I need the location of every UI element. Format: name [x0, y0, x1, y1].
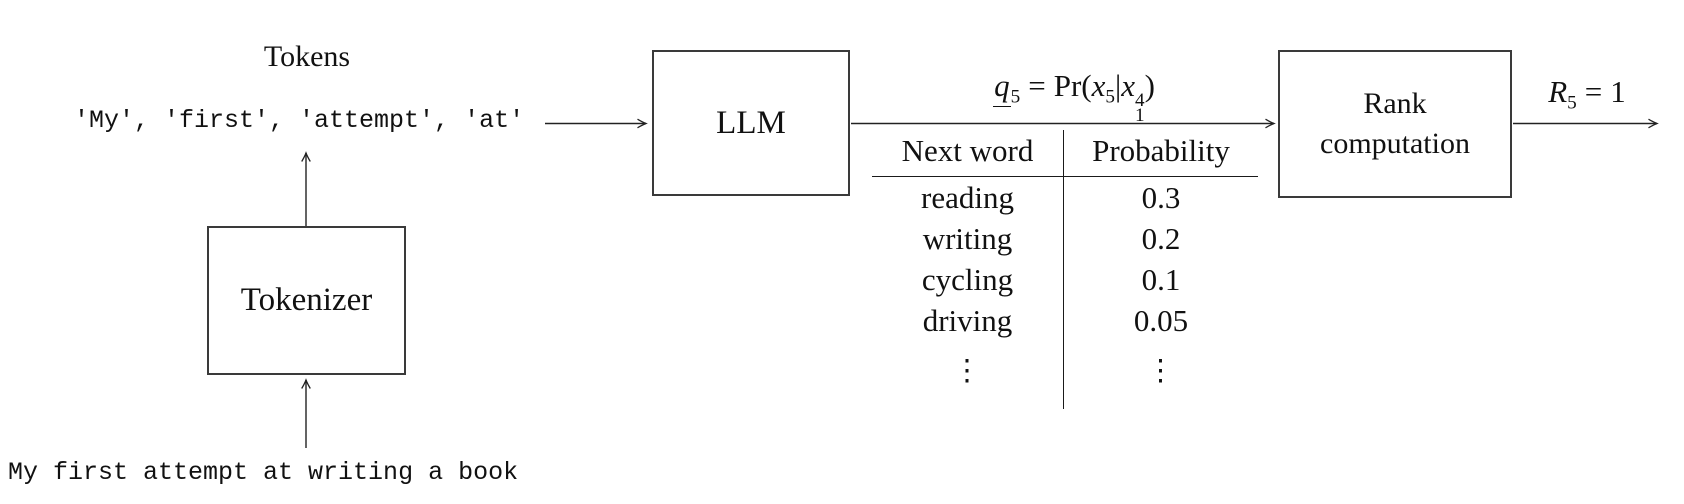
- rank-computation-box-label: Rank computation: [1320, 87, 1470, 160]
- tokenizer-box-label: Tokenizer: [240, 282, 373, 318]
- table-ellipsis: ⋮: [952, 355, 983, 387]
- tokens-caption: Tokens: [263, 40, 351, 73]
- table-row: reading: [921, 180, 1014, 215]
- tokenizer-box: Tokenizer: [207, 226, 406, 375]
- rank-computation-box: Rank computation: [1278, 50, 1512, 198]
- input-sentence-text: My first attempt at writing a book: [8, 458, 519, 487]
- llm-box: LLM: [652, 50, 850, 196]
- table-row: 0.3: [1063, 177, 1258, 218]
- table-header-probability: Probability: [1063, 130, 1258, 177]
- probability-table: Next word Probability reading 0.3 writin…: [872, 130, 1258, 409]
- r-variable: R: [1548, 74, 1568, 109]
- rank-result-formula: R5=1: [1548, 74, 1626, 114]
- q-variable: q: [994, 68, 1010, 103]
- table-row: 0.1: [1063, 259, 1258, 300]
- table-row: cycling: [921, 262, 1014, 297]
- table-row: writing: [922, 221, 1013, 256]
- table-header-next-word: Next word: [872, 130, 1063, 177]
- llm-box-label: LLM: [716, 104, 786, 141]
- table-row: 0.2: [1063, 218, 1258, 259]
- table-row: 0.05: [1063, 300, 1258, 341]
- table-row: driving: [922, 303, 1013, 338]
- token-sequence-text: 'My', 'first', 'attempt', 'at': [74, 106, 525, 135]
- table-ellipsis: ⋮: [1063, 341, 1258, 409]
